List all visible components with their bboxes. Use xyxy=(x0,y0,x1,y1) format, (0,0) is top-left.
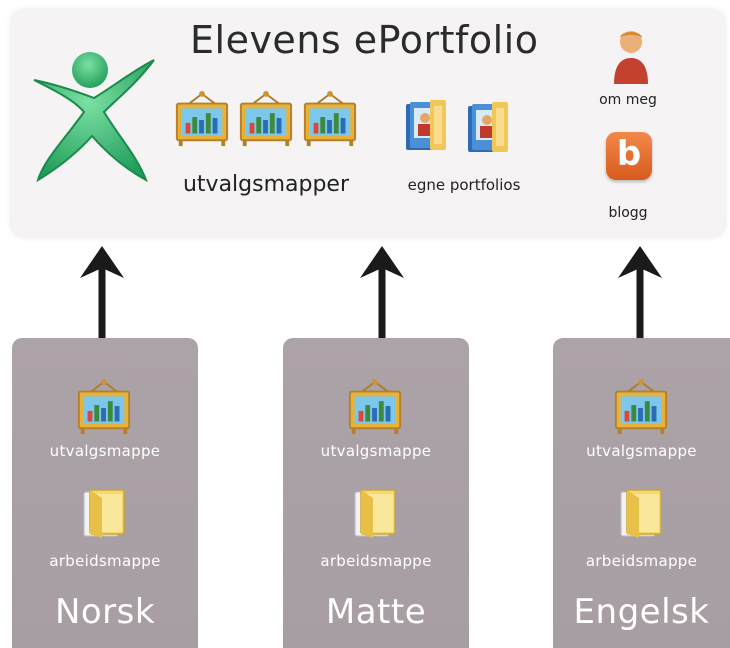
subject-title: Norsk xyxy=(54,592,156,632)
subject-card-matte: utvalgsmappe arbeidsmappe Matte xyxy=(283,338,469,648)
blogg-label: blogg xyxy=(608,205,648,221)
eportfolio-logo-icon xyxy=(33,52,155,183)
subject-card-norsk: utvalgsmappe arbeidsmappe Norsk xyxy=(12,338,198,648)
chart-board-icon xyxy=(236,90,296,148)
subject-card-engelsk: utvalgsmappe arbeidsmappe Engelsk xyxy=(553,338,730,648)
chart-board-icon xyxy=(172,90,232,148)
chart-board-icon xyxy=(74,378,134,436)
blog-icon: b xyxy=(606,132,652,180)
utvalgsmappe-label: utvalgsmappe xyxy=(49,442,161,460)
yellow-folder-icon xyxy=(80,488,128,540)
chart-board-icon xyxy=(345,378,405,436)
arbeidsmappe-label: arbeidsmappe xyxy=(320,552,432,570)
page-title: Elevens ePortfolio xyxy=(190,18,539,62)
om-meg-label: om meg xyxy=(599,92,657,108)
subject-title: Matte xyxy=(325,592,427,632)
arbeidsmappe-label: arbeidsmappe xyxy=(49,552,161,570)
utvalgsmappe-label: utvalgsmappe xyxy=(586,442,697,460)
person-icon xyxy=(614,31,648,84)
utvalgsmapper-label: utvalgsmapper xyxy=(182,172,350,197)
blue-portfolio-folder-icon xyxy=(404,98,448,154)
chart-board-icon xyxy=(300,90,360,148)
blog-letter: b xyxy=(616,134,642,174)
yellow-folder-icon xyxy=(351,488,399,540)
arbeidsmappe-label: arbeidsmappe xyxy=(585,552,698,570)
chart-board-icon xyxy=(611,378,671,436)
egne-portfolios-label: egne portfolios xyxy=(407,176,521,194)
subject-title: Engelsk xyxy=(573,592,710,632)
yellow-folder-icon xyxy=(617,488,665,540)
blue-portfolio-folder-icon xyxy=(466,100,510,156)
utvalgsmappe-label: utvalgsmappe xyxy=(320,442,432,460)
eportfolio-panel xyxy=(10,8,726,238)
